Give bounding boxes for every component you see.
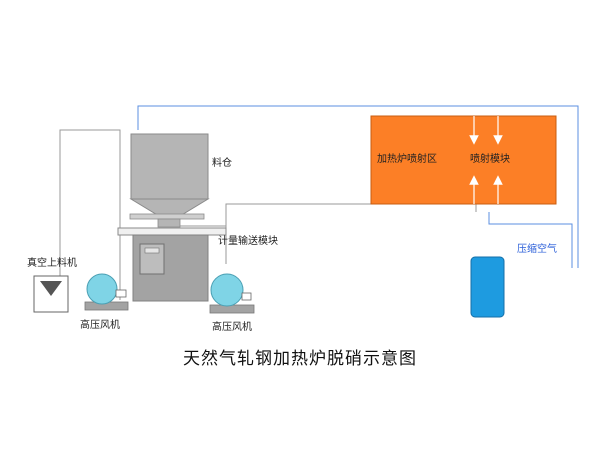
metering-tube [117,227,227,236]
compressed-air-lines [137,105,579,268]
label-spray-module: 喷射模块 [470,154,510,165]
label-blower-right: 高压风机 [212,322,252,333]
material-bin [129,133,210,228]
label-vacuum-loader: 真空上料机 [27,258,77,269]
label-material-bin: 料仓 [212,158,232,169]
hopper-cone [129,198,210,217]
label-compressed-air: 压缩空气 [517,244,557,255]
label-furnace-zone: 加热炉喷射区 [377,154,437,165]
blower-left [84,273,129,311]
control-panel [139,243,165,275]
metering-machine [117,227,227,302]
label-blower-left: 高压风机 [80,320,120,331]
diagram-caption: 天然气轧钢加热炉脱硝示意图 [183,349,417,369]
furnace-spray-zone [370,115,557,205]
blower-right [209,273,255,314]
compressed-air-tank [470,256,505,318]
vacuum-loader [33,275,69,313]
label-metering-module: 计量输送模块 [218,236,278,247]
hopper-body [130,133,209,200]
